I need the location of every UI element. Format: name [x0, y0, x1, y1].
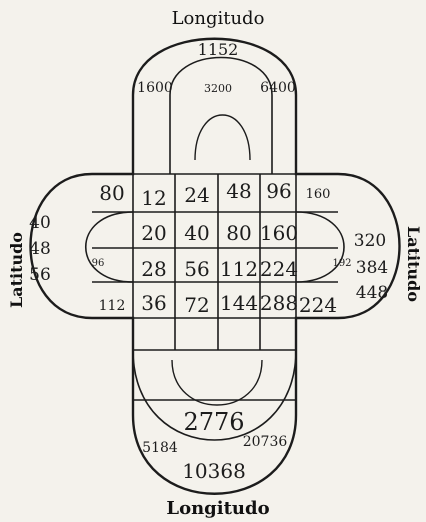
grid-cell: 144 [220, 291, 258, 315]
top-inner-arch [169, 56, 273, 174]
grid-cell: 72 [184, 293, 209, 317]
grid-cell: 40 [184, 221, 209, 245]
grid-cell: 224 [260, 257, 298, 281]
grid-cell: 80 [226, 221, 251, 245]
grid-cell: 160 [260, 221, 298, 245]
right-col-number: 384 [356, 258, 388, 278]
left-col-number: 40 [29, 213, 51, 233]
bottom-right-number: 20736 [243, 434, 288, 450]
left-col-number: 56 [29, 265, 51, 285]
bottom-center-arch [171, 359, 263, 406]
grid-cell: 112 [220, 257, 258, 281]
grid-cell: 20 [141, 221, 166, 245]
bottom-center-number: 2776 [183, 408, 244, 436]
grid-numbers: 80 12 24 48 96 160 20 40 80 160 28 56 11… [99, 179, 337, 317]
right-col-number: 320 [354, 231, 386, 251]
top-left-number: 1600 [137, 80, 173, 96]
right-inner-arch [295, 211, 345, 283]
right-inner-number: 192 [332, 258, 351, 269]
outer-outline [29, 37, 401, 495]
right-lobe-numbers: 320 384 448 192 [332, 231, 388, 303]
bottom-caption: Longitudo [166, 498, 269, 519]
central-grid [92, 173, 338, 401]
grid-cell: 112 [99, 298, 126, 314]
top-lobe-numbers: 1152 1600 3200 6400 [137, 40, 296, 96]
bottom-inner-arch [132, 349, 297, 441]
top-center-arch [194, 114, 251, 161]
grid-cell: 96 [266, 179, 291, 203]
grid-cell: 80 [99, 181, 124, 205]
top-caption: Longitudo [172, 8, 265, 29]
grid-cell: 288 [260, 291, 298, 315]
top-right-number: 6400 [260, 80, 296, 96]
right-col-number: 448 [356, 283, 388, 303]
left-col-number: 48 [29, 239, 51, 259]
bottom-number: 10368 [182, 459, 246, 483]
top-center-number: 3200 [204, 82, 232, 95]
grid-cell: 56 [184, 257, 209, 281]
left-caption: Latitudo [7, 232, 26, 308]
right-caption: Latitudo [404, 226, 423, 302]
bottom-lobe-numbers: 2776 5184 20736 10368 [142, 408, 287, 483]
grid-cell: 12 [141, 186, 166, 210]
left-inner-arch [84, 211, 134, 283]
grid-cell: 24 [184, 183, 209, 207]
grid-cell: 160 [306, 187, 331, 202]
top-apex-number: 1152 [198, 40, 239, 59]
left-inner-number: 96 [92, 258, 105, 269]
grid-cell: 36 [141, 291, 166, 315]
grid-cell: 48 [226, 179, 251, 203]
grid-cell: 28 [141, 257, 166, 281]
left-lobe-numbers: 40 48 56 96 [29, 213, 104, 285]
bottom-left-number: 5184 [142, 440, 178, 456]
grid-cell: 224 [299, 293, 337, 317]
